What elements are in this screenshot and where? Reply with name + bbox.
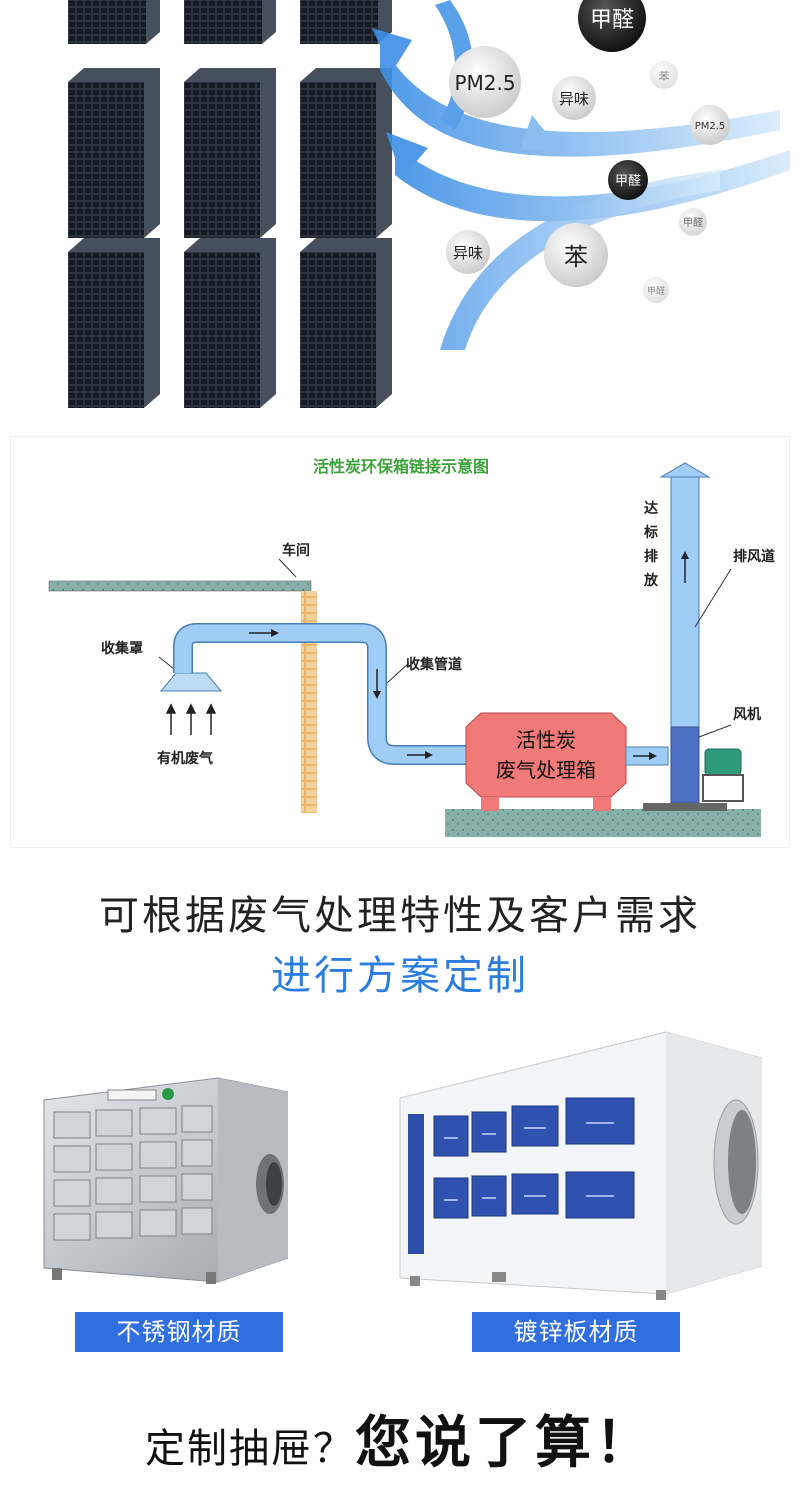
bubble-label: 苯 [564, 243, 588, 271]
bubble-label: PM2.5 [695, 121, 726, 132]
headline-line-2: 进行方案定制 [271, 953, 529, 999]
brick-wall [301, 591, 317, 813]
headline-line-1: 可根据废气处理特性及客户需求 [99, 893, 701, 939]
stainless-unit-illustration [43, 1077, 289, 1284]
fan-housing [670, 726, 700, 804]
product-showcase: 不锈钢材质 镀锌板材质 [0, 1020, 800, 1360]
label-fan: 风机 [733, 706, 761, 723]
slogan-part-b: 您说了算！ [355, 1410, 655, 1476]
label-chimney: 排风道 [733, 548, 775, 565]
label-emit-2: 标 [643, 524, 658, 541]
slogan: 定制抽屉？您说了算！ [0, 1398, 800, 1479]
bubble-label: 异味 [559, 90, 589, 108]
galvanized-unit-illustration [399, 1031, 763, 1300]
label-emit-4: 放 [643, 572, 659, 589]
bubble-label: PM2.5 [454, 71, 515, 95]
slogan-part-a: 定制抽屉？ [145, 1426, 355, 1472]
label-pipe: 收集管道 [406, 656, 462, 673]
diagram-svg: 活性炭环保箱链接示意图 车间 收集罩 有机废气 收集管道 [48, 457, 775, 837]
hero-banner: 甲醛 PM2.5 异味 苯 PM2.5 甲醛 甲醛 异味 苯 甲醛 [0, 0, 800, 425]
bubble-label: 异味 [453, 244, 483, 262]
label-hood: 收集罩 [101, 640, 143, 657]
workshop-roof [48, 580, 312, 592]
connection-diagram: 活性炭环保箱链接示意图 车间 收集罩 有机废气 收集管道 [10, 436, 790, 848]
hero-illustration: 甲醛 PM2.5 异味 苯 PM2.5 甲醛 甲醛 异味 苯 甲醛 [68, 0, 790, 408]
galvanized-unit [396, 1028, 763, 1304]
bubble-label: 甲醛 [590, 8, 634, 33]
bubble-label: 甲醛 [647, 285, 665, 297]
exhaust-chimney [670, 476, 700, 728]
carbon-blocks [68, 0, 392, 408]
bubble-label: 甲醛 [683, 216, 703, 229]
pollutant-bubbles: 甲醛 PM2.5 异味 苯 PM2.5 甲醛 甲醛 异味 苯 甲醛 [446, 0, 730, 303]
label-emit-3: 排 [644, 548, 658, 565]
stainless-steel-unit [38, 1072, 289, 1322]
bubble-label: 苯 [659, 69, 670, 83]
bubble-label: 甲醛 [615, 173, 641, 189]
carbon-box [465, 712, 627, 798]
collection-hood [159, 672, 223, 692]
stainless-label: 不锈钢材质 [75, 1312, 283, 1352]
fan-motor [704, 748, 742, 776]
ground-slab [445, 809, 761, 837]
box-label-2: 废气处理箱 [496, 758, 596, 782]
box-label-1: 活性炭 [516, 728, 576, 752]
label-emit-1: 达 [644, 500, 658, 517]
gas-arrows [165, 703, 217, 735]
duct-outline [173, 623, 466, 765]
label-gas: 有机废气 [157, 750, 213, 767]
flow-arrows [249, 629, 433, 759]
collection-duct [174, 624, 466, 764]
customization-headline: 可根据废气处理特性及客户需求 进行方案定制 [0, 888, 800, 1004]
label-workshop: 车间 [282, 542, 310, 559]
airflow-arrows [372, 0, 790, 350]
galvanized-label: 镀锌板材质 [472, 1312, 680, 1352]
diagram-title: 活性炭环保箱链接示意图 [313, 457, 489, 476]
